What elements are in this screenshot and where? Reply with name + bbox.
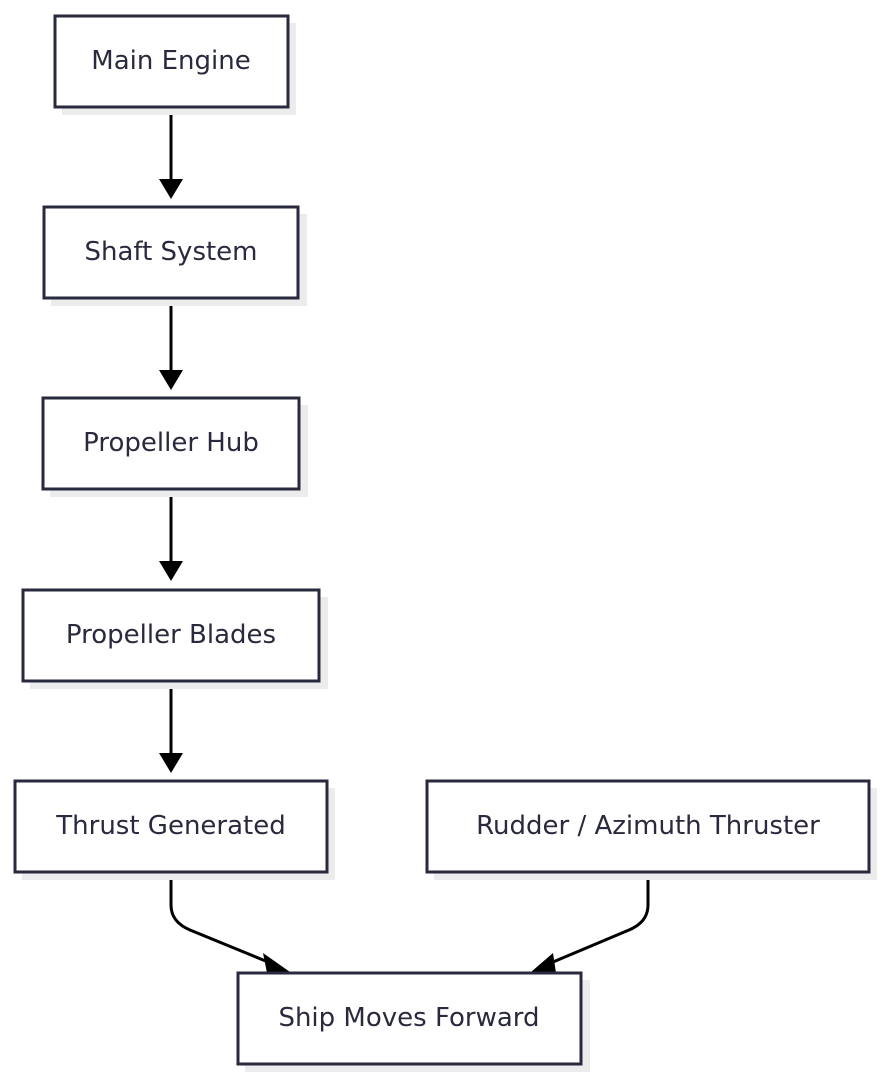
node-label: Rudder / Azimuth Thruster xyxy=(476,811,820,841)
arrowhead-thrust-generated xyxy=(159,753,183,773)
node-label: Thrust Generated xyxy=(55,811,285,841)
edge-rudder-to-ship-moves-forward xyxy=(552,872,650,964)
node-propeller-hub: Propeller Hub xyxy=(41,396,308,497)
node-propeller-blades: Propeller Blades xyxy=(21,588,328,689)
node-shaft-system: Shaft System xyxy=(42,205,307,306)
node-label: Main Engine xyxy=(91,46,250,76)
node-main-engine: Main Engine xyxy=(53,14,296,115)
arrowhead-shaft-system xyxy=(159,179,183,199)
arrowhead-propeller-hub xyxy=(159,370,183,390)
arrowhead-ship-moves-forward-right xyxy=(531,953,556,973)
edge-thrust-generated-to-ship-moves-forward xyxy=(169,872,269,964)
arrowhead-ship-moves-forward-left xyxy=(263,953,290,973)
node-label: Propeller Hub xyxy=(83,428,259,458)
arrowhead-propeller-blades xyxy=(159,561,183,581)
node-thrust-generated: Thrust Generated xyxy=(13,779,335,880)
node-rudder-azimuth-thruster: Rudder / Azimuth Thruster xyxy=(425,779,877,880)
edges xyxy=(159,107,650,973)
node-label: Shaft System xyxy=(84,237,257,267)
node-label: Ship Moves Forward xyxy=(278,1003,539,1033)
node-label: Propeller Blades xyxy=(66,620,276,650)
node-ship-moves-forward: Ship Moves Forward xyxy=(236,971,590,1072)
